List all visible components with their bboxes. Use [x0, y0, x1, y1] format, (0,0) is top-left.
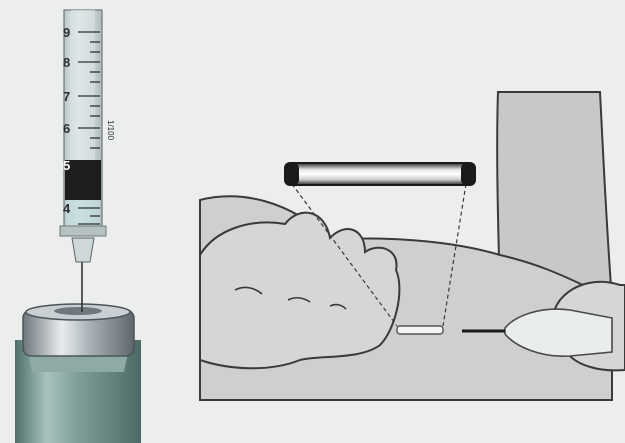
vial-stopper-center — [54, 307, 102, 315]
vial — [15, 304, 141, 443]
implant-end-cap-left — [285, 163, 299, 185]
left-hand — [200, 213, 399, 369]
syringe-flange — [60, 226, 106, 236]
scale-mark: 9 — [63, 25, 70, 40]
barrel-label: 1/100 — [106, 120, 115, 141]
syringe-plunger-stopper — [65, 160, 101, 200]
implant-under-skin — [397, 326, 443, 334]
scale-mark: 8 — [63, 55, 70, 70]
injection-scene — [200, 92, 625, 400]
implant-end-cap-right — [461, 163, 475, 185]
implant-magnified — [285, 163, 475, 185]
syringe: 9 8 7 6 5 4 1/100 — [60, 10, 115, 312]
scale-mark: 7 — [63, 89, 70, 104]
scale-mark: 4 — [63, 201, 71, 216]
syringe-hub — [72, 238, 94, 262]
scale-mark: 6 — [63, 121, 70, 136]
scale-mark: 5 — [63, 158, 70, 173]
